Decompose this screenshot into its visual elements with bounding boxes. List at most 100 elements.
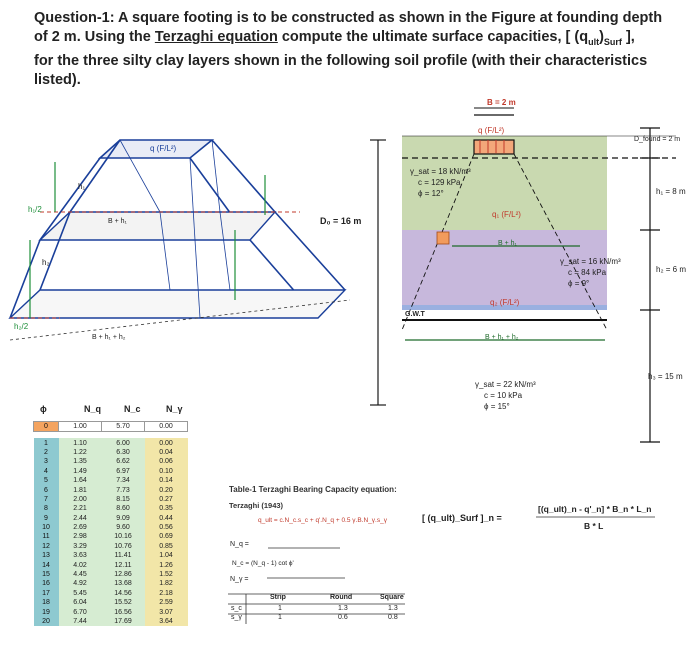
sg-strip: 1 xyxy=(278,614,282,621)
table-cell-phi: 12 xyxy=(33,541,59,552)
diagram-h1-label: h₁ xyxy=(78,182,86,191)
question-line2a: of 2 m. Using the xyxy=(34,29,155,45)
table-cell-ng: 1.52 xyxy=(144,569,188,580)
question-line4: listed). xyxy=(34,71,81,88)
table-cell-ng: 2.18 xyxy=(144,588,188,599)
table-cell-nc: 7.34 xyxy=(101,475,145,486)
profile-d-found-label: D_found = 2 m xyxy=(634,136,681,143)
table-cell-nq: 6.04 xyxy=(58,598,102,608)
nq-label: N_q = xyxy=(230,541,249,548)
sc-round: 1.3 xyxy=(338,605,348,612)
table-cell-nc: 10.76 xyxy=(101,541,145,552)
diagram-b-h1-h2-label: B + h₁ + h₂ xyxy=(92,334,126,341)
profile-b-h1-h2-label: B + h₁ + h₂ xyxy=(485,334,519,341)
table-cell-nc: 8.15 xyxy=(101,494,145,505)
table-cell-phi: 4 xyxy=(33,466,59,476)
gwt-label: G.W.T xyxy=(405,311,425,318)
table-cell-ng: 1.26 xyxy=(144,560,188,570)
table-cell-nc: 14.56 xyxy=(101,588,145,599)
table-header-nc: N_c xyxy=(124,404,141,414)
table-cell-nq: 4.45 xyxy=(58,569,102,580)
table-cell-ng: 0.00 xyxy=(144,438,188,448)
table-cell-nq: 1.64 xyxy=(58,475,102,486)
layer1-gamma: γ_sat = 18 kN/m³ xyxy=(410,167,471,176)
table-cell-nq: 2.44 xyxy=(58,513,102,523)
shape-round-header: Round xyxy=(330,594,353,601)
table-cell-nq: 5.45 xyxy=(58,588,102,599)
table-cell-phi: 18 xyxy=(33,598,59,608)
table-cell-ng: 2.59 xyxy=(144,598,188,608)
table-cell-nq: 4.92 xyxy=(58,579,102,589)
table-cell-ng: 0.56 xyxy=(144,522,188,533)
layer3-phi: ϕ = 15° xyxy=(484,402,510,411)
table-cell-nc: 13.68 xyxy=(101,579,145,589)
sc-strip: 1 xyxy=(278,605,282,612)
sg-row-label: s_γ xyxy=(231,614,242,621)
layer1-c: c = 129 kPa xyxy=(418,178,461,187)
table-cell-phi: 20 xyxy=(33,616,59,627)
question-line2g: ], xyxy=(621,29,635,45)
question-prefix: Question-1: xyxy=(34,10,115,26)
table-cell-ng: 0.04 xyxy=(144,447,188,458)
layer2-q-label: q₂ (F/L²) xyxy=(490,298,520,307)
layer3-gamma: γ_sat = 22 kN/m³ xyxy=(475,380,536,389)
table-cell-nc: 10.16 xyxy=(101,532,145,542)
table-cell-nc: 9.09 xyxy=(101,513,145,523)
table-cell-ng: 0.00 xyxy=(144,420,188,433)
question-line2c: compute the ultimate surface capacities,… xyxy=(277,29,589,45)
table-cell-nc: 8.60 xyxy=(101,504,145,514)
table-cell-phi: 15 xyxy=(33,569,59,580)
table-cell-ng: 3.07 xyxy=(144,607,188,617)
profile-h1-label: h₁ = 8 m xyxy=(656,187,686,196)
table-cell-phi: 11 xyxy=(33,532,59,542)
profile-b-label: B = 2 m xyxy=(487,98,516,107)
nc-equation: N_c = (N_q - 1) cot ϕ' xyxy=(232,560,294,567)
table-cell-phi: 1 xyxy=(33,438,59,448)
layer2-gamma: γ_sat = 16 kN/m³ xyxy=(560,257,621,266)
table-cell-nq: 2.21 xyxy=(58,504,102,514)
table-cell-nc: 12.86 xyxy=(101,569,145,580)
diagram-h2-label: h₂ xyxy=(42,258,50,267)
table-cell-ng: 1.82 xyxy=(144,579,188,589)
layer1-q-label: q₁ (F/L²) xyxy=(492,210,521,219)
table-cell-nq: 2.69 xyxy=(58,522,102,533)
table-cell-nc: 12.11 xyxy=(101,560,145,570)
table-cell-ng: 0.27 xyxy=(144,494,188,505)
table-cell-phi: 17 xyxy=(33,588,59,599)
question-ult-sub: ult xyxy=(588,36,600,47)
table-cell-ng: 0.20 xyxy=(144,485,188,495)
table-cell-phi: 2 xyxy=(33,447,59,458)
layer1-phi: ϕ = 12° xyxy=(418,189,444,198)
table-cell-phi: 10 xyxy=(33,522,59,533)
table-cell-ng: 0.14 xyxy=(144,475,188,486)
profile-h3-label: h₃ = 15 m xyxy=(648,372,683,381)
table-cell-nq: 3.63 xyxy=(58,551,102,561)
surf-capacity-numerator: [(q_ult)_n - q'_n] * B_n * L_n xyxy=(538,504,652,514)
table-cell-nq: 1.49 xyxy=(58,466,102,476)
stress-pyramid-diagram xyxy=(8,139,347,319)
table-cell-ng: 1.04 xyxy=(144,551,188,561)
table-cell-phi: 6 xyxy=(33,485,59,495)
table-cell-ng: 0.35 xyxy=(144,504,188,514)
table-cell-nq: 1.22 xyxy=(58,447,102,458)
table-cell-phi: 13 xyxy=(33,551,59,561)
table-header-nq: N_q xyxy=(84,404,102,414)
